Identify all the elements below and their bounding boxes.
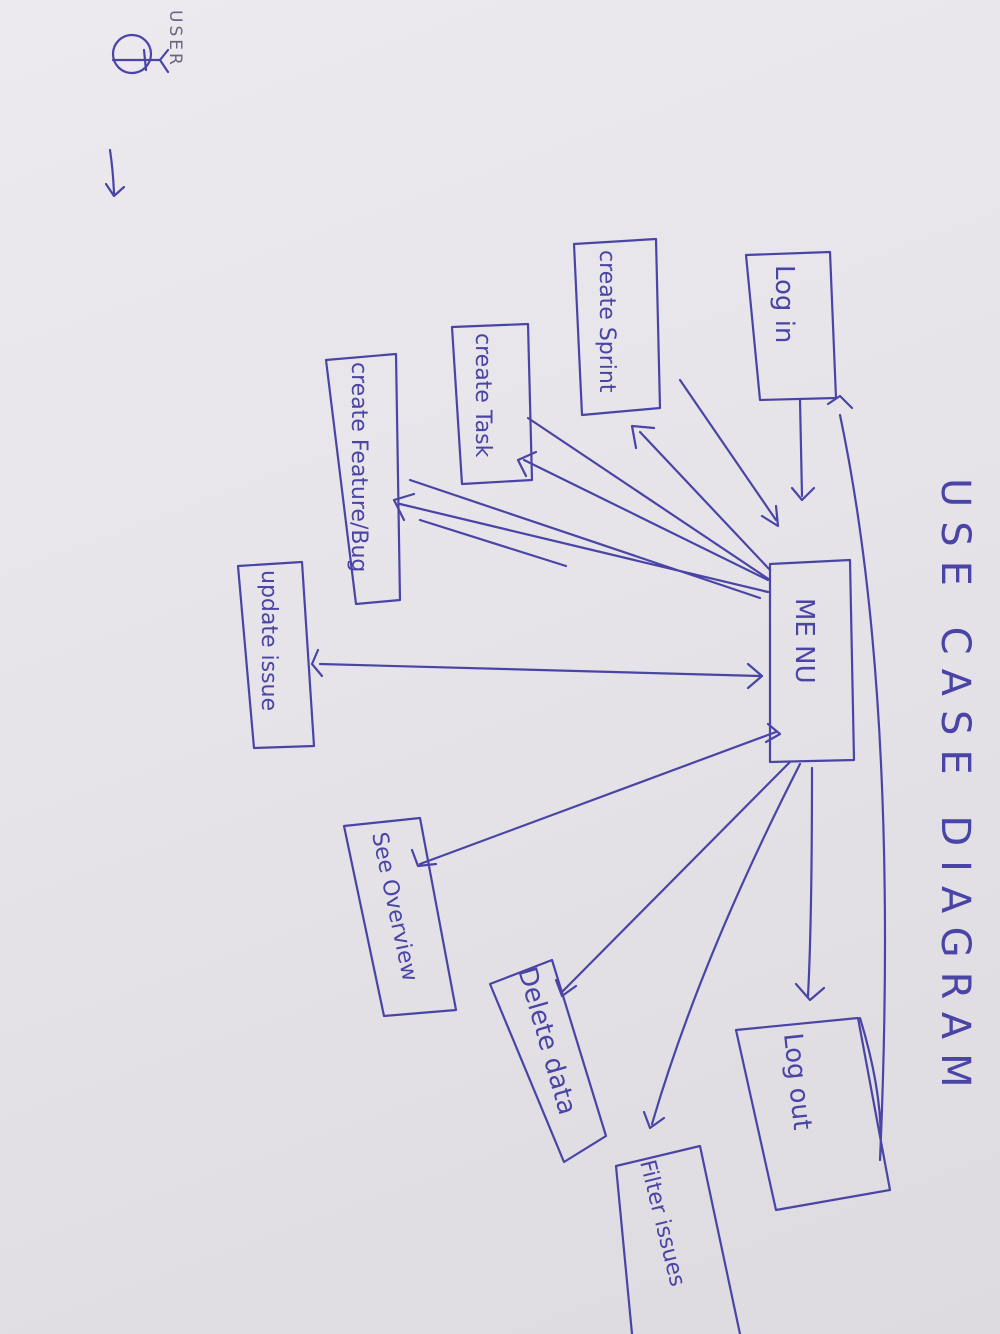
edge-menu-update-issue (310, 648, 764, 690)
edge-menu-create-task (516, 416, 772, 582)
use-case-update-issue: update issue (236, 560, 316, 750)
use-case-delete-data: Delete data (488, 958, 608, 1164)
edge-menu-see-overview (410, 722, 782, 868)
edge-menu-filter-issues (642, 762, 802, 1130)
edge-menu-delete-data (554, 760, 792, 998)
actor-head (111, 33, 153, 75)
use-case-menu: ME NU (768, 558, 856, 764)
connectors (310, 378, 887, 1162)
edge-logout-login (826, 394, 887, 1162)
actor-label: USER (165, 10, 185, 68)
use-case-see-overview: See Overview (342, 816, 458, 1018)
update-issue-box (236, 560, 316, 750)
actor-arrow (104, 148, 126, 198)
edge-menu-create-sprint (630, 378, 780, 572)
edge-menu-logout (794, 766, 826, 1002)
see-overview-box (342, 816, 458, 1018)
use-case-create-feature-bug: create Feature/Bug (324, 352, 402, 606)
create-feature-bug-box (324, 352, 402, 606)
edge-menu-create-feature-bug (392, 478, 770, 600)
menu-label: ME NU (789, 598, 819, 684)
logout-box (734, 1016, 892, 1212)
create-task-label: create Task (470, 333, 495, 458)
login-label: Log in (769, 265, 799, 343)
create-sprint-label: create Sprint (594, 250, 619, 393)
actor-user: USER (111, 10, 185, 75)
use-case-create-sprint: create Sprint (572, 237, 662, 417)
diagram-title: USE CASE DIAGRAM (932, 478, 978, 1102)
actor-body (111, 48, 170, 74)
delete-data-box (488, 958, 608, 1164)
delete-data-label: Delete data (511, 964, 582, 1119)
create-sprint-box (572, 237, 662, 417)
filter-issues-box (614, 1144, 742, 1334)
menu-box (768, 558, 856, 764)
use-case-login: Log in (744, 250, 838, 402)
create-task-box (450, 322, 534, 486)
logout-label: Log out (777, 1032, 817, 1132)
create-feature-bug-label: create Feature/Bug (346, 362, 371, 572)
edge-login-menu (790, 398, 816, 502)
use-case-create-task: create Task (450, 322, 534, 486)
update-issue-label: update issue (256, 570, 281, 711)
filter-issues-label: Filter issues (634, 1157, 690, 1289)
use-case-filter-issues: Filter issues (614, 1144, 742, 1334)
